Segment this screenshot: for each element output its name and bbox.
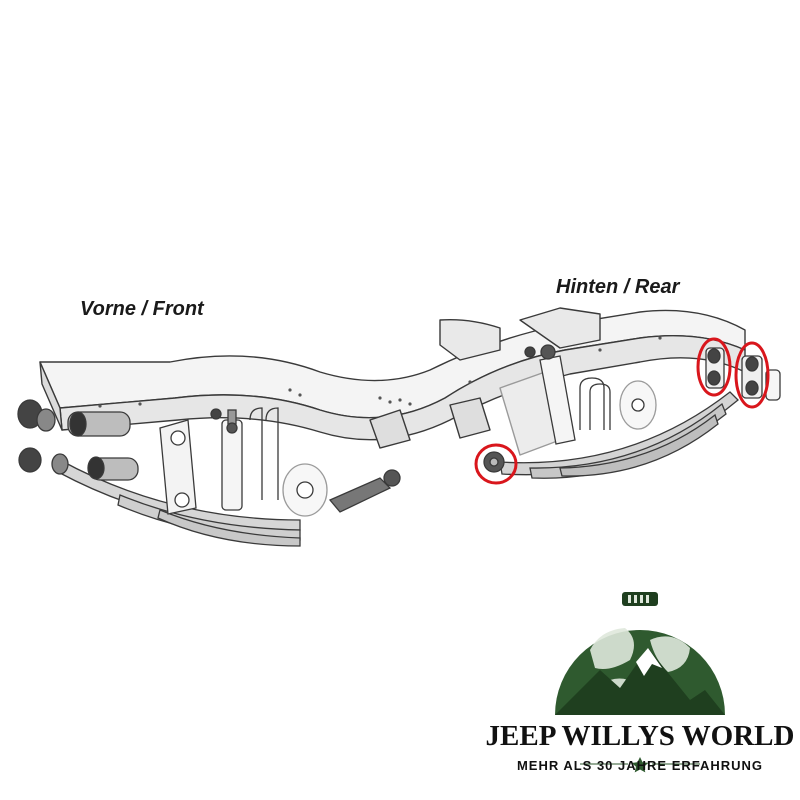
brand-emblem bbox=[555, 592, 725, 773]
circle-highlight bbox=[474, 443, 518, 485]
rear-label: Hinten / Rear bbox=[556, 276, 680, 298]
mountain-icon bbox=[555, 648, 725, 715]
brand-tagline: MEHR ALS 30 JAHRE ERFAHRUNG bbox=[516, 758, 764, 773]
brand-name: JEEP WILLYS WORLD bbox=[485, 720, 795, 752]
circle-highlight bbox=[734, 341, 770, 409]
star-icon bbox=[631, 757, 649, 773]
brand-block: JEEP WILLYS WORLD MEHR ALS 30 JAHRE ERFA… bbox=[480, 580, 800, 800]
rear-suspension bbox=[483, 344, 781, 479]
front-label: Vorne / Front bbox=[80, 298, 204, 320]
front-suspension bbox=[17, 399, 401, 547]
highlight-markers bbox=[474, 337, 770, 485]
circle-highlight bbox=[696, 337, 732, 397]
